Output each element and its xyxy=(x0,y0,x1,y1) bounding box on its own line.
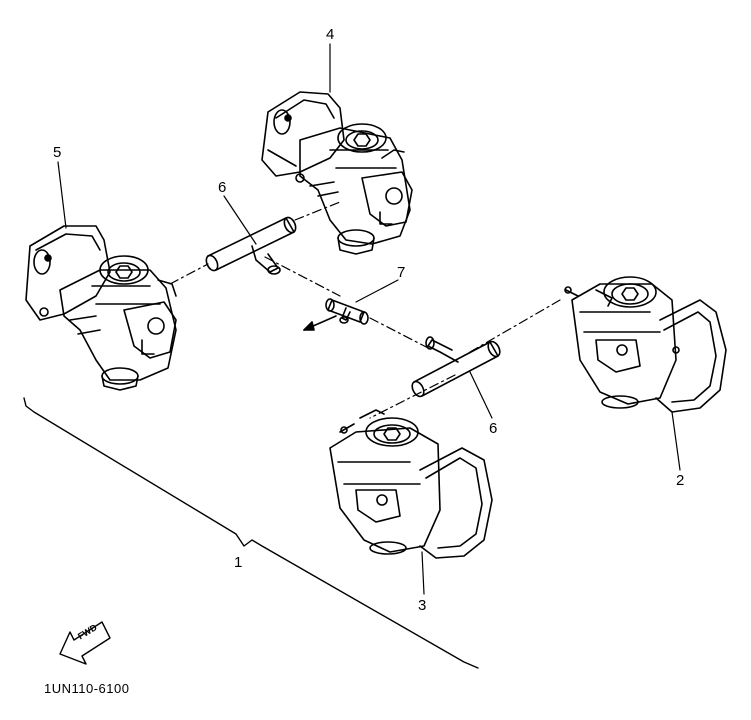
carburetor-5 xyxy=(25,225,177,391)
joint-pipe-6-lower xyxy=(411,336,501,398)
callout-carburetor-5: 5 xyxy=(53,144,62,161)
drawing-code: 1UN110-6100 xyxy=(44,681,130,696)
carburetor-3 xyxy=(329,409,493,559)
centerlines xyxy=(169,201,561,419)
callout-carburetor-assembly: 1 xyxy=(234,554,243,571)
callout-joint-pipe-lower: 6 xyxy=(489,420,498,437)
joint-pipe-6-upper xyxy=(205,216,297,275)
callout-carburetor-3: 3 xyxy=(418,597,427,614)
carburetor-2 xyxy=(564,276,727,413)
flow-arrow xyxy=(303,315,337,331)
callout-joint-7: 7 xyxy=(397,264,406,281)
callout-carburetor-2: 2 xyxy=(676,472,685,489)
callout-carburetor-4: 4 xyxy=(326,26,335,43)
assembly-bracket xyxy=(23,397,479,669)
leader-lines xyxy=(57,43,681,595)
callout-joint-pipe-upper: 6 xyxy=(218,179,227,196)
carburetor-4 xyxy=(261,91,413,255)
forward-arrow-icon xyxy=(59,621,111,665)
joint-7 xyxy=(325,298,369,325)
